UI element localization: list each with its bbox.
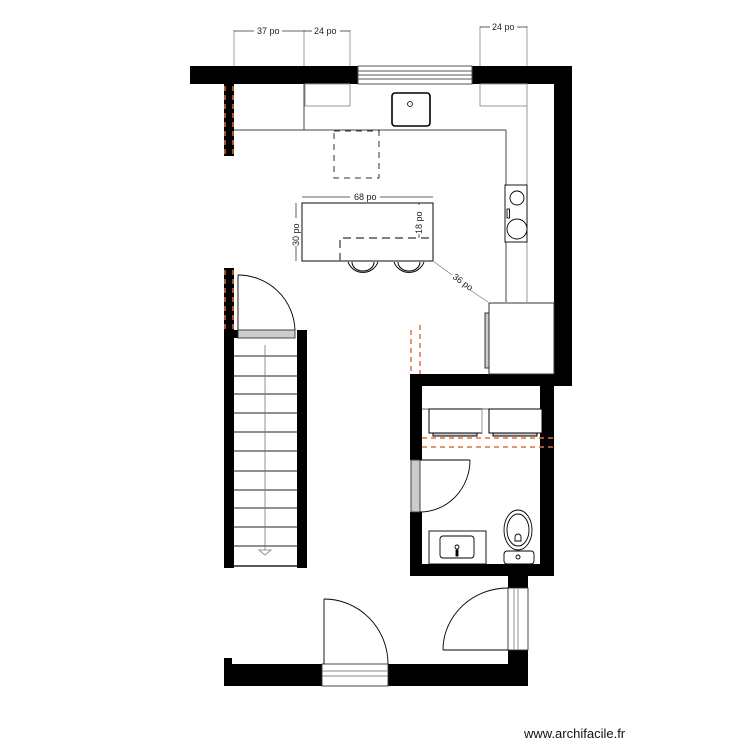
dim-island-width: 68 po [354, 192, 377, 202]
dishwasher-outline [333, 130, 380, 179]
bar-stools [347, 261, 425, 273]
refrigerator [484, 302, 555, 375]
watermark: www.archifacile.fr [524, 726, 626, 741]
top-window [357, 65, 473, 85]
kitchen-counter [234, 83, 528, 302]
dim-island-overhang: 18 po [414, 211, 424, 234]
toilet [503, 509, 535, 565]
entry-door[interactable] [321, 598, 389, 687]
staircase [234, 338, 297, 568]
kitchen-sink [391, 92, 431, 127]
dim-24po-right: 24 po [492, 22, 515, 32]
dim-island-clearance: 36 po [451, 272, 475, 293]
powder-room-door[interactable] [410, 459, 471, 513]
side-door[interactable] [442, 587, 529, 651]
island-dimensions [295, 196, 489, 303]
top-dimensions [233, 26, 528, 68]
kitchen-island [301, 202, 434, 262]
dim-37po: 37 po [257, 26, 280, 36]
washer-dryer [422, 408, 543, 437]
walls [190, 66, 572, 686]
demolition-marks [224, 86, 554, 448]
cooktop [504, 184, 528, 243]
vanity-sink [428, 530, 487, 565]
stair-door[interactable] [237, 274, 296, 339]
dim-24po-left: 24 po [314, 26, 337, 36]
dim-island-depth: 30 po [291, 223, 301, 246]
